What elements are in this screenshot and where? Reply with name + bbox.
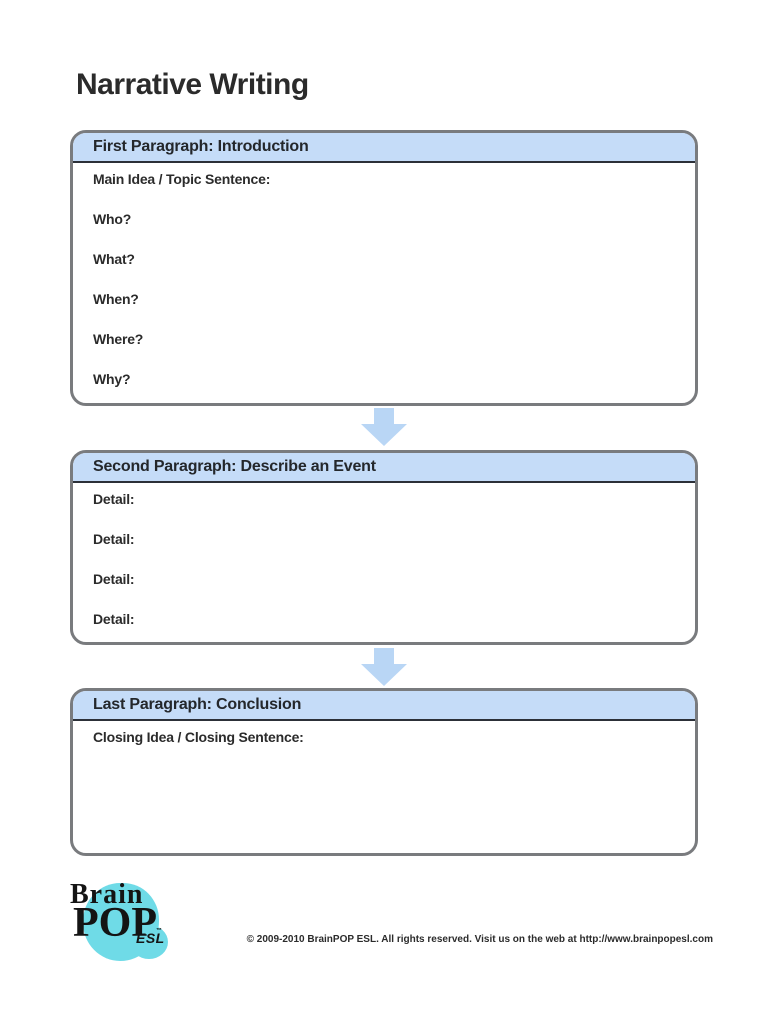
copyright-notice: © 2009-2010 BrainPOP ESL. All rights res… (246, 934, 713, 945)
prompt-when: When? (93, 291, 139, 307)
prompt-who: Who? (93, 211, 132, 227)
prompt-what: What? (93, 251, 135, 267)
logo-text-pop: POP (73, 900, 157, 946)
section-introduction-header: First Paragraph: Introduction (73, 133, 695, 163)
section-conclusion: Last Paragraph: Conclusion Closing Idea … (70, 688, 698, 856)
brainpop-esl-logo: Brain POP ESL ™ (60, 875, 190, 980)
prompt-detail-1: Detail: (93, 491, 135, 507)
logo-blob-bump-shape (130, 925, 168, 959)
section-introduction-body: Main Idea / Topic Sentence: Who? What? W… (73, 163, 695, 386)
section-event-header: Second Paragraph: Describe an Event (73, 453, 695, 483)
section-conclusion-body: Closing Idea / Closing Sentence: (73, 721, 695, 744)
logo-text-esl: ESL (136, 930, 165, 946)
prompt-main-idea: Main Idea / Topic Sentence: (93, 171, 271, 187)
section-introduction: First Paragraph: Introduction Main Idea … (70, 130, 698, 406)
prompt-closing-idea: Closing Idea / Closing Sentence: (93, 729, 304, 745)
prompt-detail-2: Detail: (93, 531, 135, 547)
section-event-body: Detail: Detail: Detail: Detail: (73, 483, 695, 626)
down-arrow-icon (361, 648, 407, 686)
down-arrow-icon (361, 408, 407, 446)
section-conclusion-header: Last Paragraph: Conclusion (73, 691, 695, 721)
prompt-where: Where? (93, 331, 144, 347)
section-event: Second Paragraph: Describe an Event Deta… (70, 450, 698, 645)
page-title: Narrative Writing (76, 68, 309, 101)
logo-trademark-symbol: ™ (156, 928, 162, 934)
prompt-why: Why? (93, 371, 131, 387)
prompt-detail-4: Detail: (93, 611, 135, 627)
logo-text-brain: Brain (70, 879, 144, 910)
prompt-detail-3: Detail: (93, 571, 135, 587)
